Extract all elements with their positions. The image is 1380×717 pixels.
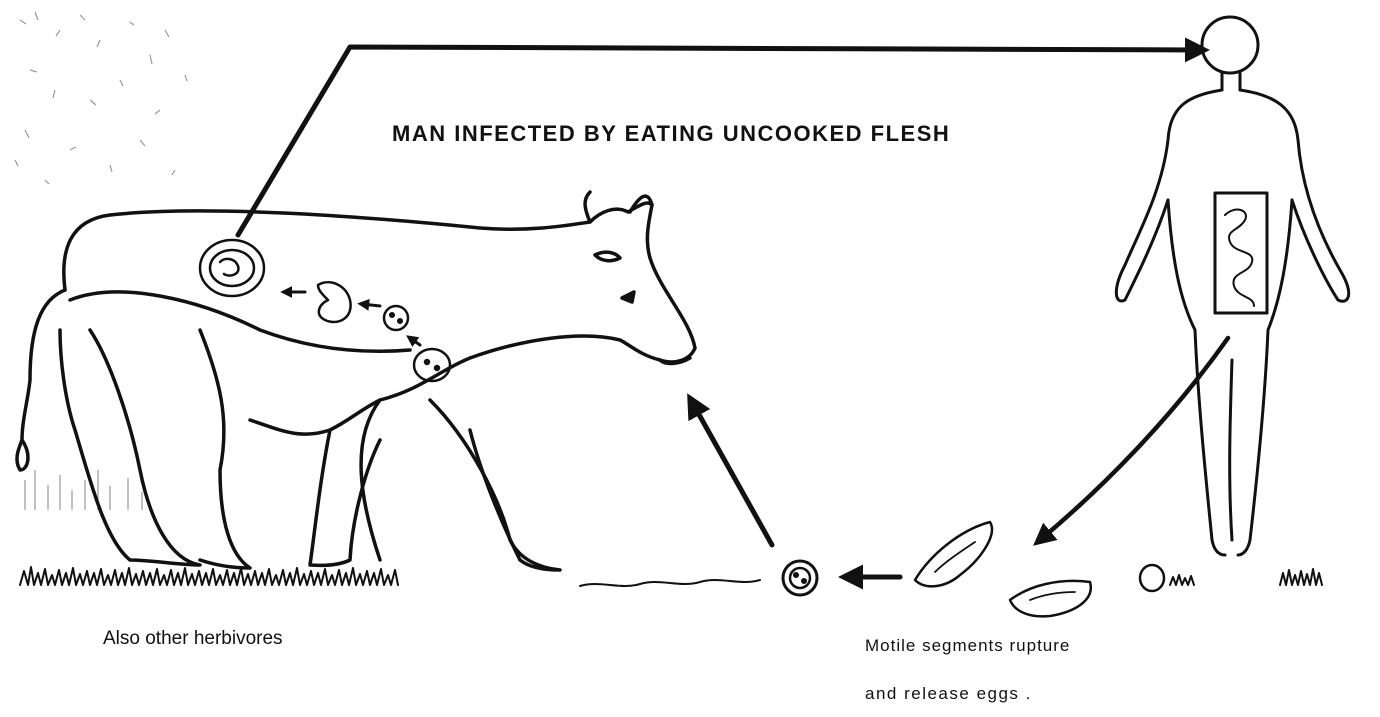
egg-on-grass bbox=[783, 561, 817, 595]
developing-cyst bbox=[318, 282, 351, 322]
proglottid-2 bbox=[1010, 581, 1091, 616]
shedding-arrow bbox=[1040, 338, 1228, 540]
herbivores-caption: Also other herbivores bbox=[103, 628, 283, 650]
motile-caption-line1: Motile segments rupture bbox=[865, 636, 1070, 656]
free-egg bbox=[1140, 565, 1164, 591]
segments-and-eggs bbox=[783, 522, 1164, 616]
left-noise-patch bbox=[15, 12, 187, 510]
motile-caption-line2: and release eggs . bbox=[865, 684, 1032, 704]
proglottid-1 bbox=[915, 522, 992, 586]
infection-caption: MAN INFECTED BY EATING UNCOOKED FLESH bbox=[392, 121, 950, 147]
human bbox=[1116, 17, 1348, 555]
scan-noise bbox=[10, 10, 190, 190]
young-cyst bbox=[384, 306, 408, 330]
grass bbox=[20, 567, 1322, 586]
cow bbox=[17, 192, 695, 570]
cyst-stages bbox=[200, 240, 450, 381]
ingestion-arrow bbox=[692, 402, 772, 545]
